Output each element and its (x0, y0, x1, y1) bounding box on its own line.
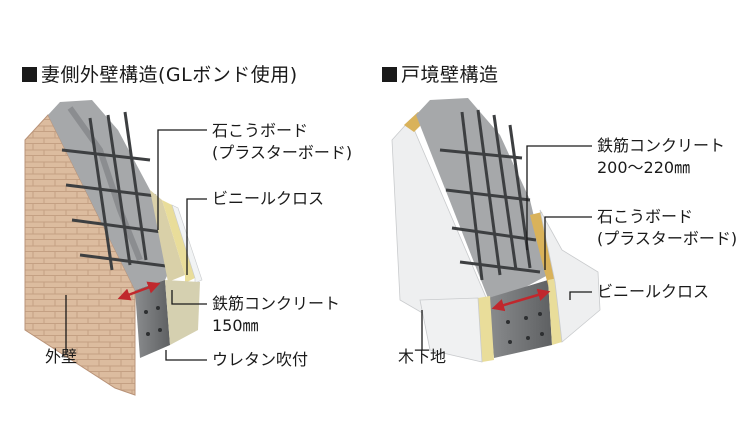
reinforced-concrete-label: 鉄筋コンクリート (597, 136, 726, 155)
right-title-text: 戸境壁構造 (401, 64, 499, 86)
right-label-reinforced-concrete: 鉄筋コンクリート 200〜220㎜ (597, 135, 725, 179)
wood-batten-right (530, 212, 555, 285)
thickness-label: 150㎜ (212, 316, 259, 335)
plaster-board-label: (プラスターボード) (597, 229, 738, 248)
right-label-wood-base: 木下地 (398, 347, 447, 366)
right-label-vinyl-cloth: ビニールクロス (597, 282, 710, 301)
concrete-top-face (416, 98, 548, 298)
left-label-reinforced-concrete: 鉄筋コンクリート 150㎜ (212, 293, 340, 337)
rebar-grid (61, 111, 167, 271)
reinforced-concrete-label: 鉄筋コンクリート (212, 294, 341, 313)
left-label-gypsum-board: 石こうボード (プラスターボード) (212, 120, 352, 164)
front-vinyl-surface (539, 209, 601, 343)
left-label-vinyl-cloth: ビニールクロス (212, 189, 325, 208)
plaster-board-label: (プラスターボード) (212, 143, 353, 162)
left-label-exterior-wall: 外壁 (45, 347, 78, 366)
thickness-label: 200〜220㎜ (597, 158, 691, 177)
left-title-text: 妻側外壁構造(GLボンド使用) (41, 64, 298, 86)
left-leader-lines (65, 129, 207, 361)
urethane-layer (150, 190, 185, 282)
right-label-gypsum-board: 石こうボード (プラスターボード) (597, 206, 737, 250)
right-diagram-title: 戸境壁構造 (382, 60, 499, 87)
gypsum-board-label: 石こうボード (597, 207, 694, 226)
left-diagram-title: 妻側外壁構造(GLボンド使用) (22, 60, 298, 87)
rebar-grid (439, 109, 541, 281)
title-square-icon (22, 67, 37, 82)
right-thickness-arrow (491, 288, 551, 312)
left-thickness-arrow (117, 281, 161, 301)
right-leader-lines (421, 145, 592, 350)
right-wall-illustration (391, 98, 601, 363)
gypsum-board-label: 石こうボード (212, 121, 309, 140)
title-square-icon (382, 67, 397, 82)
left-label-urethane-spray: ウレタン吹付 (212, 350, 309, 369)
